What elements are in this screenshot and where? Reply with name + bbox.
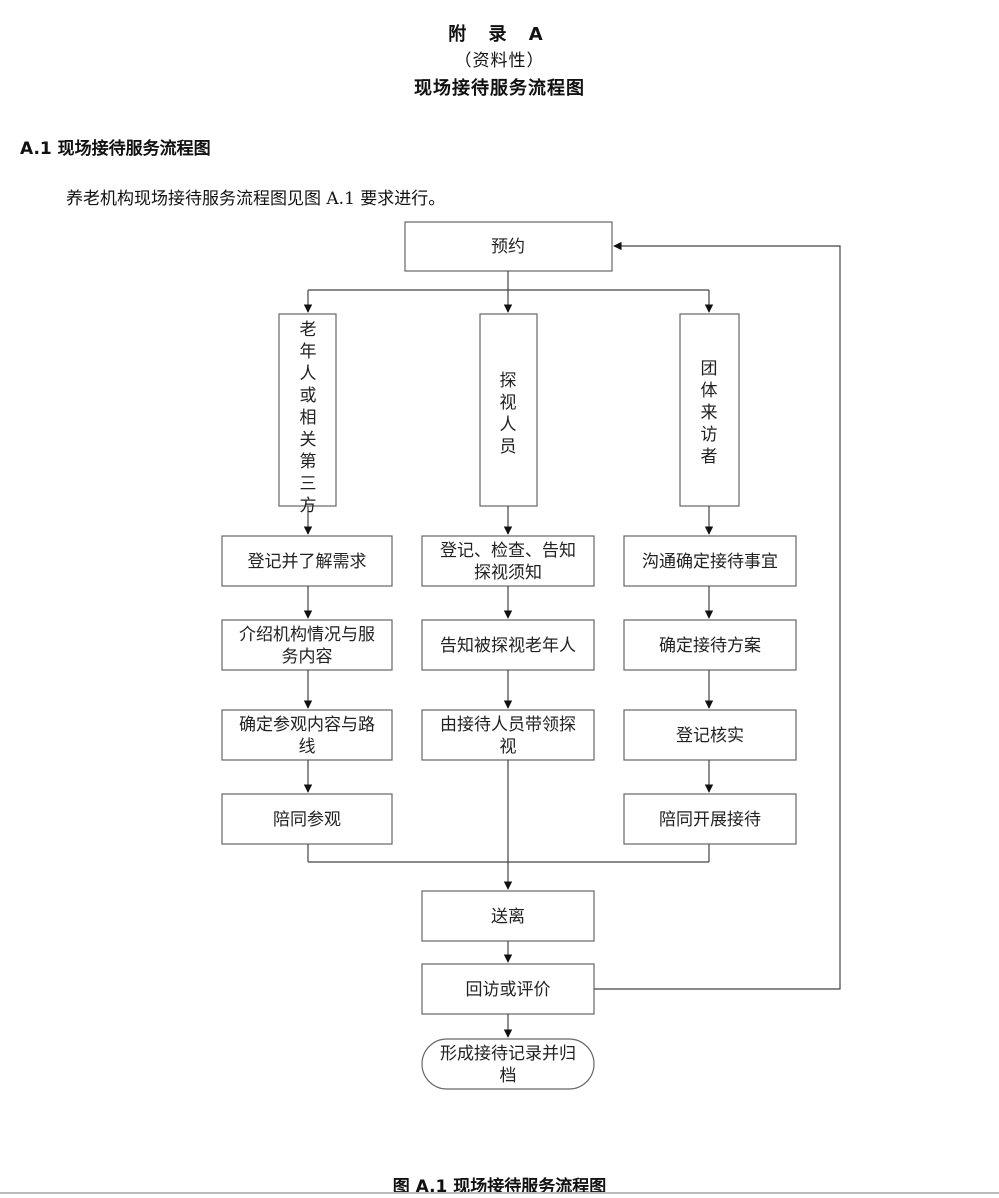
send-off-label: 送离 [491,907,525,927]
box-elder-step-3 [221,709,393,761]
box-visitor-step-1 [421,535,595,587]
group-step-label: 确定接待方案 [659,636,761,656]
visitor-step-label: 告知被探视老年人 [440,636,576,656]
branch-glyph: 第 [300,452,317,472]
box-elder-step-4 [221,793,393,845]
box-send-off [421,890,595,942]
branch-glyph: 老 [300,320,317,340]
record-label: 形成接待记录并归 [440,1044,576,1064]
appendix-name: 现场接待服务流程图 [414,78,585,99]
box-elder [278,313,337,507]
box-group-step-1 [623,535,797,587]
branch-glyph: 或 [300,386,317,406]
feedback-label: 回访或评价 [466,980,551,1000]
branch-glyph: 人 [300,364,317,384]
branch-glyph: 员 [500,437,517,457]
box-group-step-3 [623,709,797,761]
box-group [679,313,740,507]
branch-glyph: 视 [500,393,517,413]
branch-glyph: 三 [300,474,317,494]
visitor-step-label: 探视须知 [474,563,542,583]
branch-glyph: 方 [300,496,317,516]
branch-glyph: 探 [500,371,517,391]
box-visitor-step-2 [421,619,595,671]
appendix-title: 附 录 A [448,24,551,45]
box-record [421,1038,595,1090]
box-feedback [421,963,595,1015]
branch-glyph: 人 [500,415,517,435]
intro-paragraph: 养老机构现场接待服务流程图见图 A.1 要求进行。 [66,189,446,209]
elder-step-label: 务内容 [282,647,333,667]
box-visitor [479,313,538,507]
branch-glyph: 访 [701,425,718,445]
elder-step-label: 陪同参观 [273,810,341,830]
visitor-step-label: 视 [500,737,517,757]
group-step-label: 陪同开展接待 [659,810,761,830]
box-elder-step-2 [221,619,393,671]
elder-step-label: 线 [299,737,316,757]
group-step-label: 沟通确定接待事宜 [642,552,778,572]
branch-glyph: 体 [701,381,718,401]
box-group-step-2 [623,619,797,671]
visitor-step-label: 由接待人员带领探 [440,715,576,735]
box-elder-step-1 [221,535,393,587]
box-group-step-4 [623,793,797,845]
elder-step-label: 登记并了解需求 [248,552,367,572]
branch-glyph: 团 [701,359,718,379]
elder-step-label: 介绍机构情况与服 [239,625,375,645]
branch-glyph: 者 [701,447,718,467]
branch-glyph: 来 [701,403,718,423]
group-step-label: 登记核实 [676,726,744,746]
appendix-nature: （资料性） [454,51,545,71]
branch-glyph: 年 [300,342,317,362]
elder-step-label: 确定参观内容与路 [239,715,375,735]
box-visitor-step-3 [421,709,595,761]
record-label: 档 [500,1066,517,1086]
branch-glyph: 关 [300,430,317,450]
visitor-step-label: 登记、检查、告知 [440,541,576,561]
section-heading: A.1 现场接待服务流程图 [20,139,211,159]
label-reserve: 预约 [491,237,525,257]
branch-glyph: 相 [300,408,317,428]
page-divider [0,1192,999,1194]
